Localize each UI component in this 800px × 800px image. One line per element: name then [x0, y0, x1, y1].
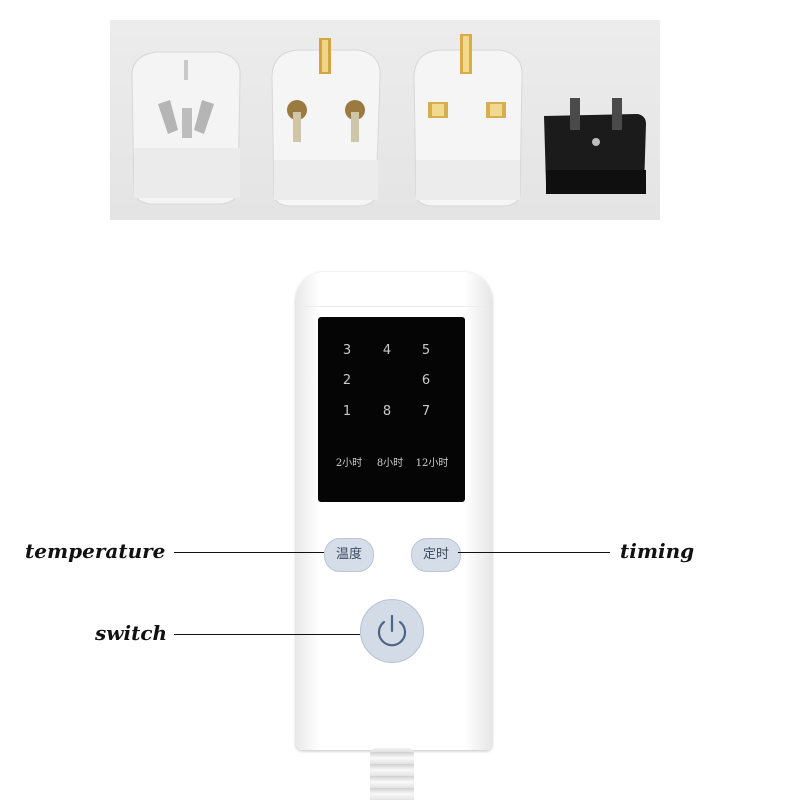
au-cn-plug-icon — [131, 51, 241, 205]
level-6-indicator: 6 — [421, 373, 431, 388]
indian-plug-icon — [271, 38, 381, 207]
level-7-indicator: 7 — [421, 404, 431, 419]
level-5-indicator: 5 — [421, 343, 431, 358]
temperature-callout-line — [174, 552, 324, 553]
power-icon — [377, 614, 407, 647]
level-2-indicator: 2 — [342, 373, 352, 388]
timer-8h-indicator: 8小时 — [376, 458, 404, 469]
plug-adapters-photo — [110, 20, 660, 220]
led-display-panel: 3 4 5 2 6 1 8 7 2小时 8小时 12小时 — [318, 317, 465, 502]
power-switch-button[interactable] — [360, 599, 424, 663]
timing-button[interactable]: 定时 — [411, 538, 461, 572]
level-4-indicator: 4 — [382, 343, 392, 358]
switch-callout-line — [174, 634, 360, 635]
timing-callout-label: timing — [620, 539, 695, 563]
temperature-button[interactable]: 温度 — [324, 538, 374, 572]
level-1-indicator: 1 — [342, 404, 352, 419]
temperature-callout-label: temperature — [25, 539, 166, 563]
level-3-indicator: 3 — [342, 343, 352, 358]
timing-callout-line — [458, 552, 610, 553]
plug-adapters-svg — [131, 34, 646, 207]
eu-plug-icon — [544, 98, 646, 194]
controller-top-cap — [304, 276, 484, 307]
uk-plug-icon — [413, 34, 523, 207]
level-8-indicator: 8 — [382, 404, 392, 419]
power-cord — [370, 748, 414, 800]
switch-callout-label: switch — [95, 621, 168, 645]
heating-pad-controller: 3 4 5 2 6 1 8 7 2小时 8小时 12小时 温度 定时 — [296, 272, 492, 750]
timer-2h-indicator: 2小时 — [335, 458, 363, 469]
timer-12h-indicator: 12小时 — [415, 458, 449, 469]
